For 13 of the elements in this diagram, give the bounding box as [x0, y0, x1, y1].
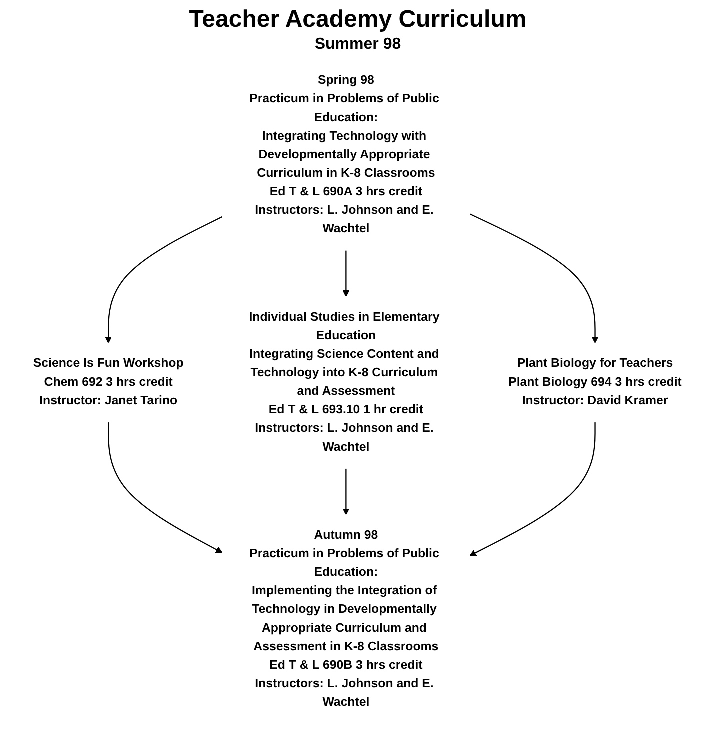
arrow	[108, 422, 224, 554]
node-text: Science Is Fun Workshop Chem 692 3 hrs credit Instructor: Janet Tarino	[34, 357, 184, 408]
title: Teacher Academy Curriculum	[188, 6, 528, 34]
node-text: Plant Biology for Teachers Plant Biology 694 3 hrs credit Instructor: David Kramer	[508, 357, 682, 408]
arrow	[470, 214, 599, 344]
node-text: Individual Studies in Elementary Education Integrating Science Content and Technology into K-8 Curriculum and Assessment Ed T & L 693.10 1 hr credit Instructors: L. Johnson and E. Wachtel	[250, 310, 440, 454]
node-text: Spring 98 Practicum in Problems of Public Education: Integrating Technology with Developmentally Appropriate Curriculum in K-8 Classrooms Ed T & L 690A 3 hrs credit Instructors: L. Johnson and E. Wachtel	[250, 74, 440, 236]
node-text: Autumn 98 Practicum in Problems of Public Education: Implementing the Integration of Technology in Developmentally Appropriate Curriculum and Assessment in K-8 Classrooms Ed T & L 690B 3 hrs credit Instructors: L. Johnson and E. Wachtel	[250, 528, 440, 710]
arrow	[343, 250, 350, 298]
arrow	[106, 216, 224, 344]
arrow	[343, 468, 350, 516]
arrow	[470, 422, 596, 556]
season-heading: Summer 98	[314, 36, 402, 54]
